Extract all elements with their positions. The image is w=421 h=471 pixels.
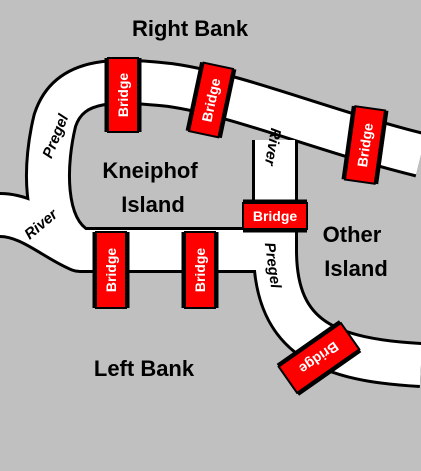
svg-text:Bridge: Bridge (192, 248, 208, 293)
label-kneiphof-line2: Island (121, 192, 185, 217)
svg-text:Bridge: Bridge (354, 122, 376, 168)
bridge-3: Bridge (341, 105, 389, 185)
label-other-line1: Other (323, 222, 382, 247)
svg-text:Bridge: Bridge (115, 73, 131, 118)
label-right-bank: Right Bank (132, 16, 249, 41)
label-river-upper: River (261, 127, 284, 168)
bridge-2: Bridge (185, 61, 237, 139)
bridge-5: Bridge (92, 231, 130, 309)
label-left-bank: Left Bank (94, 356, 195, 381)
label-other-line2: Island (324, 256, 388, 281)
bridge-4: Bridge (242, 199, 308, 233)
label-kneiphof-line1: Kneiphof (102, 158, 198, 183)
bridge-1: Bridge (104, 57, 142, 133)
bridge-7: Bridge (276, 320, 362, 396)
label-pregel-lower: Pregel (261, 241, 284, 290)
svg-text:Bridge: Bridge (253, 208, 298, 224)
bridge-6: Bridge (181, 231, 219, 309)
svg-text:Bridge: Bridge (103, 248, 119, 293)
